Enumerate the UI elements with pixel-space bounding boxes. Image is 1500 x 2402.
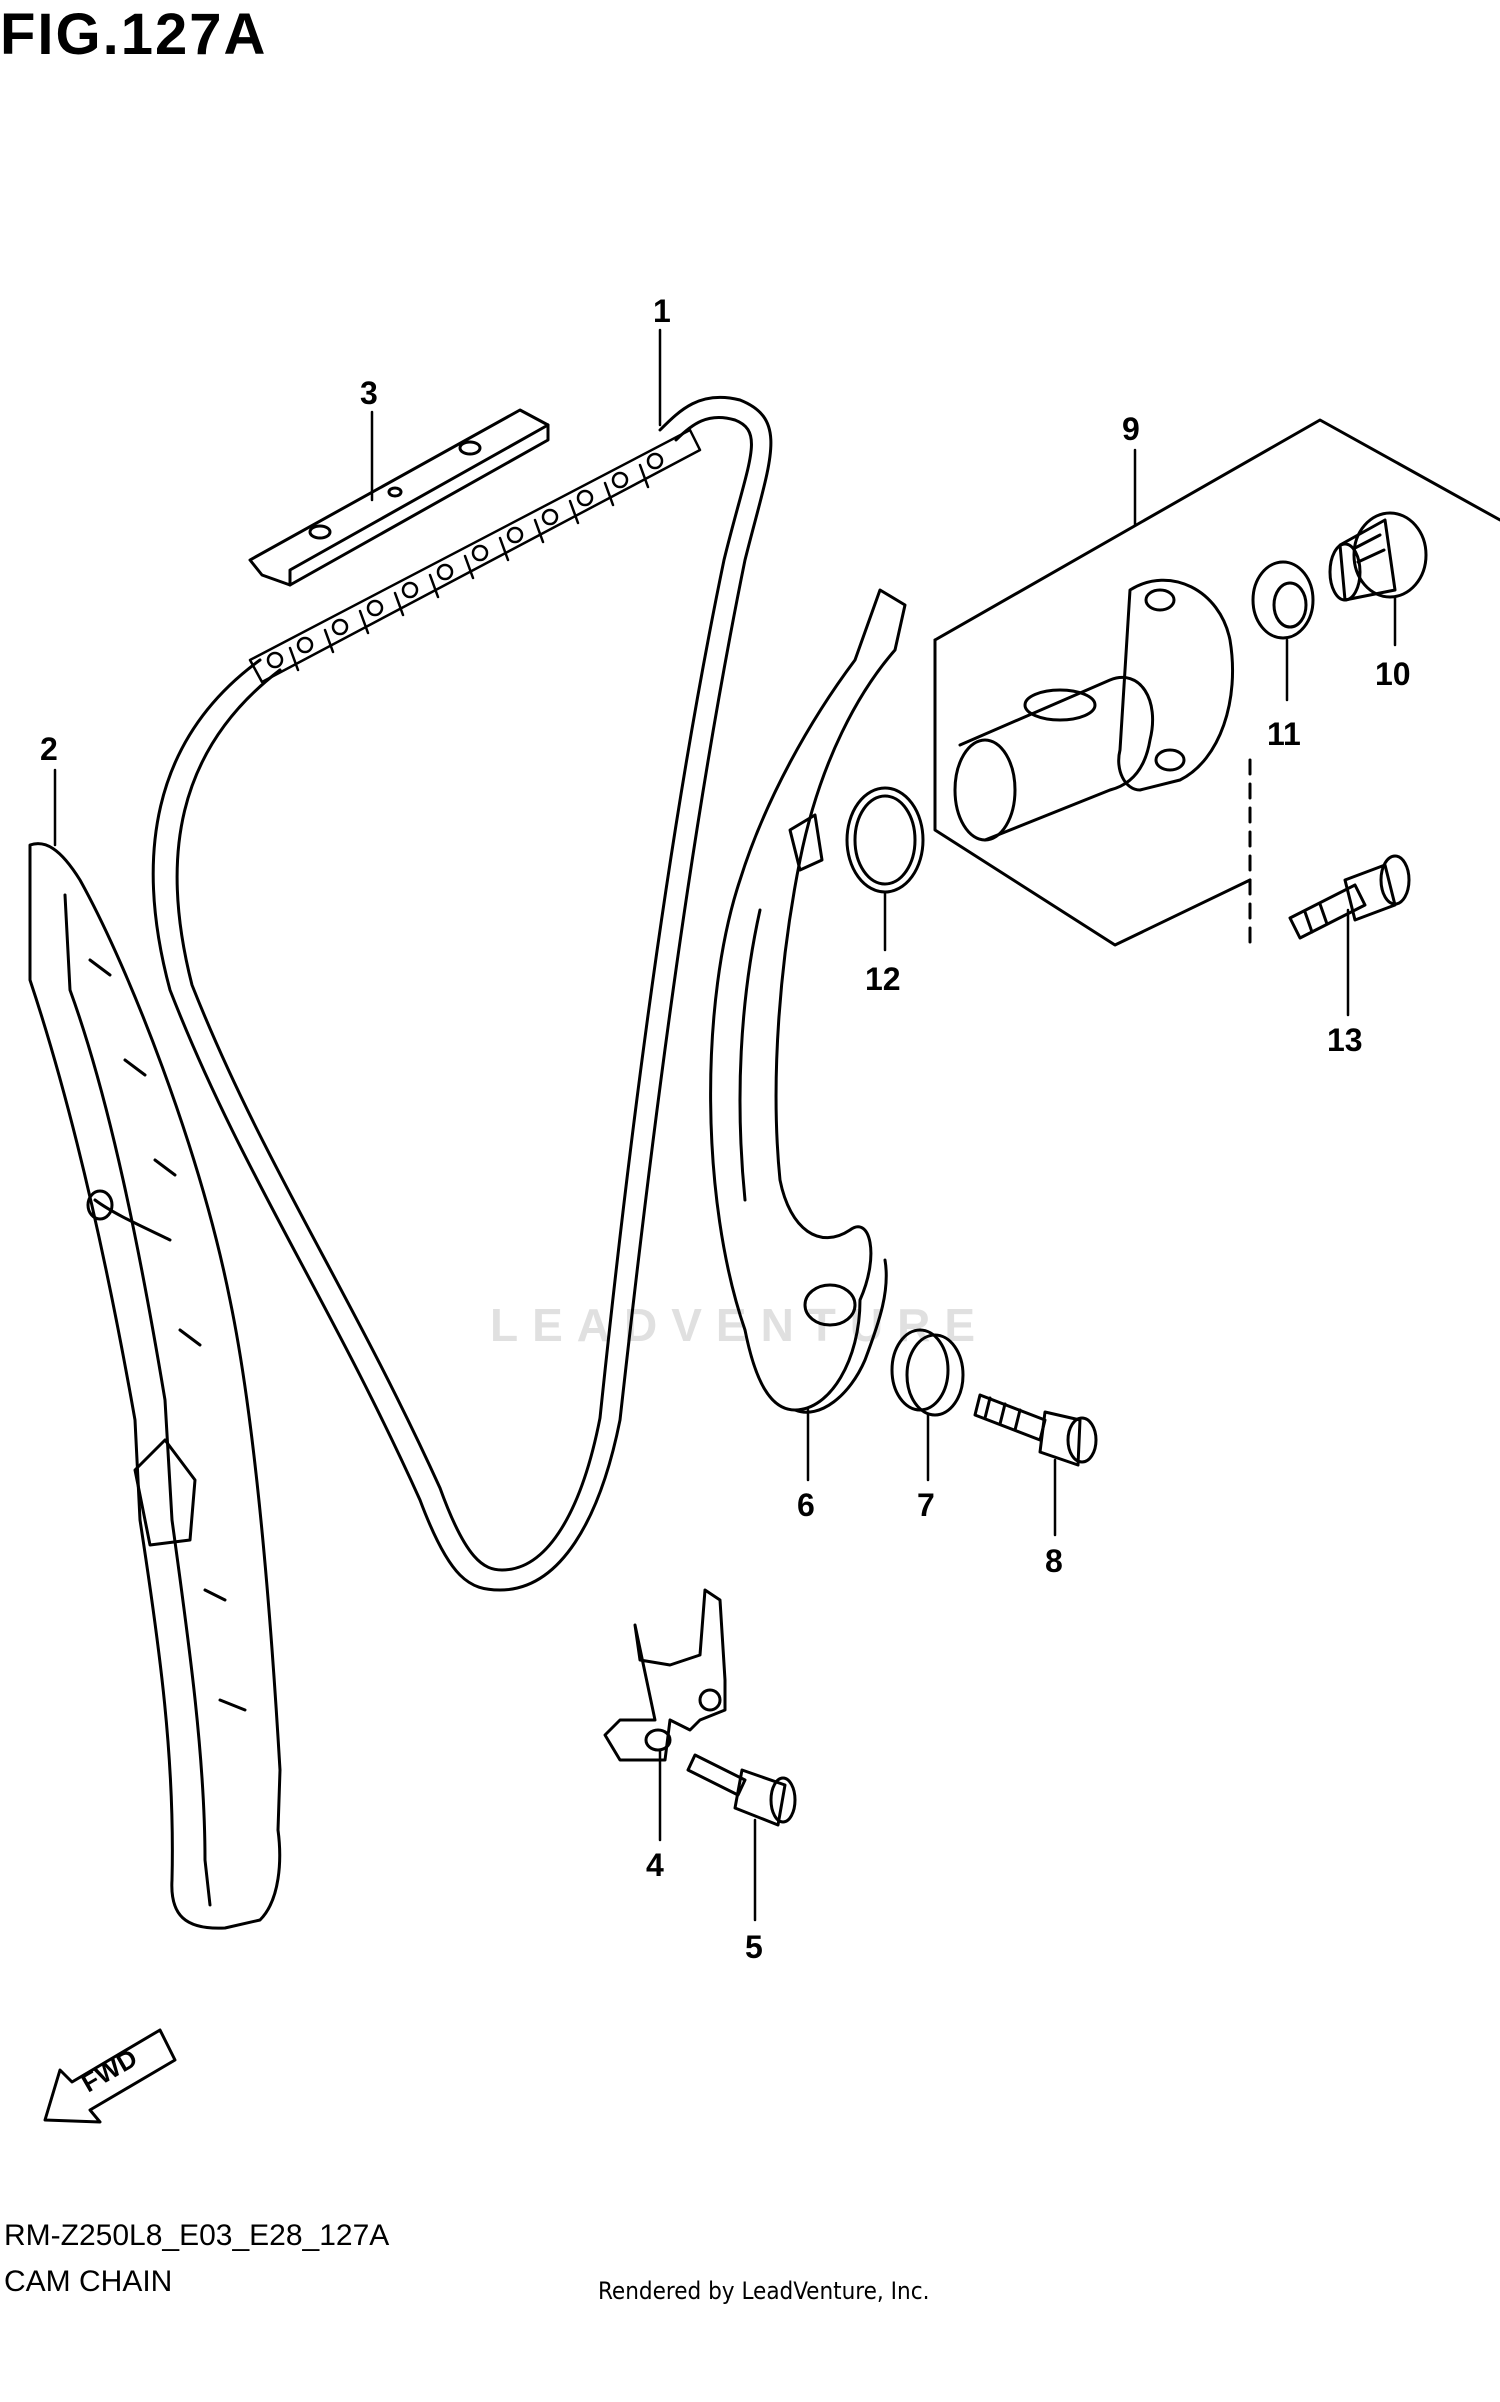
callout-12: 12 [865, 961, 901, 997]
callout-8: 8 [1045, 1543, 1063, 1579]
tensioner-cap-bolt-part [1328, 511, 1428, 602]
bracket-bolt-part [686, 1753, 797, 1827]
callout-6: 6 [797, 1487, 815, 1523]
callout-1: 1 [653, 293, 671, 329]
callout-10: 10 [1375, 656, 1411, 692]
tensioner-assembly-part [933, 418, 1500, 952]
diagram-name: CAM CHAIN [4, 2265, 173, 2298]
guide-bolt-part [973, 1393, 1098, 1467]
callout-3: 3 [360, 375, 378, 411]
watermark-text: LEADVENTURE [490, 1299, 990, 1351]
washer-part [1251, 560, 1315, 640]
callout-9: 9 [1122, 411, 1140, 447]
spacer-part [890, 1328, 965, 1417]
leader-lines [53, 328, 1397, 1922]
o-ring-part [845, 786, 925, 894]
callout-7: 7 [917, 1487, 935, 1523]
callout-2: 2 [40, 731, 58, 767]
callout-4: 4 [646, 1847, 664, 1883]
tensioner-guide-part [709, 588, 907, 1414]
callout-11: 11 [1267, 716, 1301, 752]
diagram-code: RM-Z250L8_E03_E28_127A [4, 2219, 390, 2252]
tensioner-mount-bolt-part [1288, 854, 1411, 940]
cam-chain-part [151, 395, 773, 1592]
figure-title: FIG.127A [0, 2, 268, 67]
bracket-part [603, 1588, 727, 1762]
chain-guide-front-part [28, 842, 282, 1930]
fwd-label: FWD [76, 2043, 142, 2099]
callout-5: 5 [745, 1929, 763, 1965]
chain-rail-part [248, 408, 550, 587]
fwd-arrow-icon: FWD [43, 2028, 177, 2124]
rendered-by-credit: Rendered by LeadVenture, Inc. [598, 2277, 930, 2305]
callout-13: 13 [1327, 1022, 1363, 1058]
